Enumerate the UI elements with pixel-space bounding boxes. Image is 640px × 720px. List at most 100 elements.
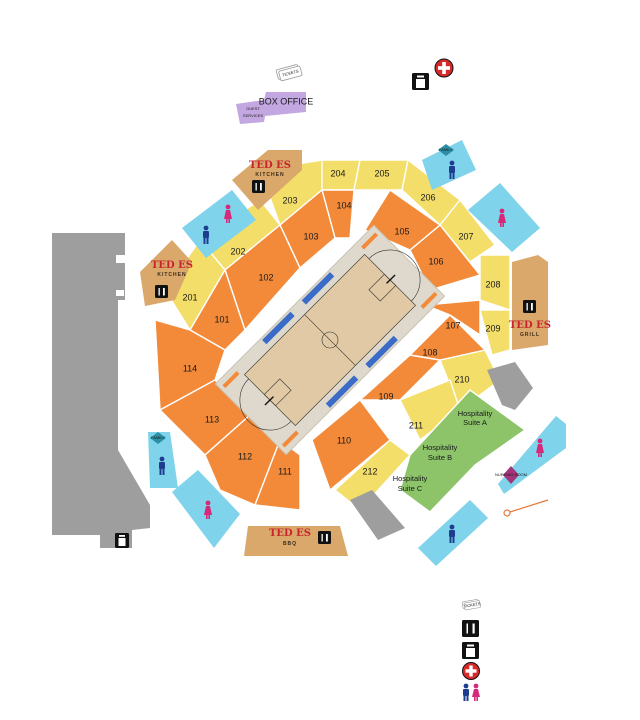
section-114: 114 xyxy=(183,363,197,373)
grill-brand: TED ES xyxy=(509,320,551,331)
section-203: 203 xyxy=(282,195,297,205)
women-icon xyxy=(204,500,212,519)
left-building xyxy=(52,233,150,548)
fork-knife-icon xyxy=(462,620,479,637)
section-210: 210 xyxy=(454,374,469,384)
bbq-brand: TED ES xyxy=(269,528,311,539)
bbq-sub: BBQ xyxy=(283,541,297,547)
restroom-top-right[interactable]: FAMILY xyxy=(422,140,476,190)
section-207: 207 xyxy=(458,231,473,241)
family-label-left: FAMILY xyxy=(151,435,165,440)
family-badge xyxy=(150,432,166,444)
nursing-badge xyxy=(503,466,519,484)
section-110: 110 xyxy=(337,435,351,445)
kitchen-left-brand: TED ES xyxy=(151,260,193,271)
women-icon xyxy=(498,208,506,227)
atm-icon xyxy=(462,642,479,659)
section-108: 108 xyxy=(422,347,437,357)
family-label-top: FAMILY xyxy=(439,147,453,152)
section-209: 209 xyxy=(485,323,500,333)
kitchen-top-sub: KITCHEN xyxy=(255,172,284,178)
section-107-area[interactable] xyxy=(424,299,481,337)
section-104: 104 xyxy=(336,200,351,210)
nursing-label: NURSING ROOM xyxy=(495,472,527,477)
restroom-left-lower[interactable]: FAMILY xyxy=(148,432,178,488)
men-icon xyxy=(449,524,455,543)
section-109: 109 xyxy=(378,391,393,401)
section-106: 106 xyxy=(428,256,443,266)
section-202: 202 xyxy=(230,246,245,256)
basketball-court xyxy=(214,224,446,456)
first-aid-icon xyxy=(434,58,454,78)
first-aid-icon xyxy=(462,662,480,680)
concession-bbq[interactable]: TED ES BBQ xyxy=(244,526,348,556)
section-112: 112 xyxy=(238,451,252,461)
gray-wedge-bottom xyxy=(350,490,405,540)
section-114-area[interactable] xyxy=(154,319,226,412)
section-103: 103 xyxy=(303,231,318,241)
section-211: 211 xyxy=(409,420,423,430)
restroom-bottom-right-men[interactable] xyxy=(418,500,488,566)
grill-sub: GRILL xyxy=(520,332,540,338)
men-icon xyxy=(159,456,165,475)
men-icon xyxy=(449,160,455,179)
tickets-icon-label: TICKETS xyxy=(281,68,299,77)
section-111-area[interactable] xyxy=(254,438,301,511)
hospitality-suites[interactable] xyxy=(399,389,527,513)
suite-c-line1: Hospitality xyxy=(393,474,428,483)
section-209-area[interactable] xyxy=(479,309,511,356)
section-111: 111 xyxy=(278,466,292,476)
men-icon xyxy=(203,225,209,244)
atm-icon xyxy=(412,73,429,90)
restroom-right-women[interactable] xyxy=(468,183,540,252)
building-notch xyxy=(116,255,126,263)
men-icon xyxy=(463,683,469,701)
section-labels: 101 102 103 104 105 106 107 108 109 110 … xyxy=(182,168,500,476)
building-notch xyxy=(116,290,124,296)
lower-bowl xyxy=(154,188,487,511)
concession-kitchen-left[interactable]: TED ES KITCHEN xyxy=(140,240,193,306)
fork-knife-icon xyxy=(155,285,168,298)
tickets-icon: TICKETS xyxy=(461,599,481,611)
atm-icon xyxy=(115,533,129,548)
concession-kitchen-top[interactable]: TED ES KITCHEN xyxy=(232,150,302,210)
kitchen-left-sub: KITCHEN xyxy=(157,272,186,278)
fork-knife-icon xyxy=(318,531,331,544)
section-208: 208 xyxy=(485,279,500,289)
suite-b-line1: Hospitality xyxy=(423,443,458,452)
hospitality-area xyxy=(350,362,533,540)
women-icon xyxy=(472,683,480,701)
suite-c-line2: Suite C xyxy=(398,484,423,493)
section-102: 102 xyxy=(258,272,273,282)
legend-tickets-label: TICKETS xyxy=(463,601,481,609)
box-office xyxy=(236,92,306,124)
tickets-icon: TICKETS xyxy=(275,64,303,82)
suite-a-line1: Hospitality xyxy=(458,409,493,418)
women-icon xyxy=(224,204,232,223)
upper-bowl xyxy=(164,158,511,511)
section-107: 107 xyxy=(445,320,460,330)
kitchen-top-brand: TED ES xyxy=(249,160,291,171)
gray-wedge-right xyxy=(487,362,533,410)
section-108-area[interactable] xyxy=(408,314,487,361)
section-113: 113 xyxy=(205,414,219,424)
section-205: 205 xyxy=(374,168,389,178)
women-icon xyxy=(536,438,544,457)
suite-a-line2: Suite A xyxy=(463,418,487,427)
legend: TICKETS xyxy=(461,599,481,701)
pointer-line xyxy=(503,499,549,517)
restroom-left-upper[interactable] xyxy=(182,190,256,258)
restroom-bottom-left-women[interactable] xyxy=(172,470,240,548)
concession-grill[interactable]: TED ES GRILL xyxy=(509,255,551,350)
restroom-right-lower-women[interactable]: NURSING ROOM xyxy=(495,416,566,494)
family-badge xyxy=(438,144,454,156)
section-201: 201 xyxy=(182,292,197,302)
guest-services-label-2: SERVICES xyxy=(243,113,263,118)
section-204: 204 xyxy=(330,168,345,178)
section-206: 206 xyxy=(420,192,435,202)
guest-services-label-1: GUEST xyxy=(246,106,260,111)
fork-knife-icon xyxy=(252,180,265,193)
section-101: 101 xyxy=(214,314,229,324)
section-105: 105 xyxy=(394,226,409,236)
